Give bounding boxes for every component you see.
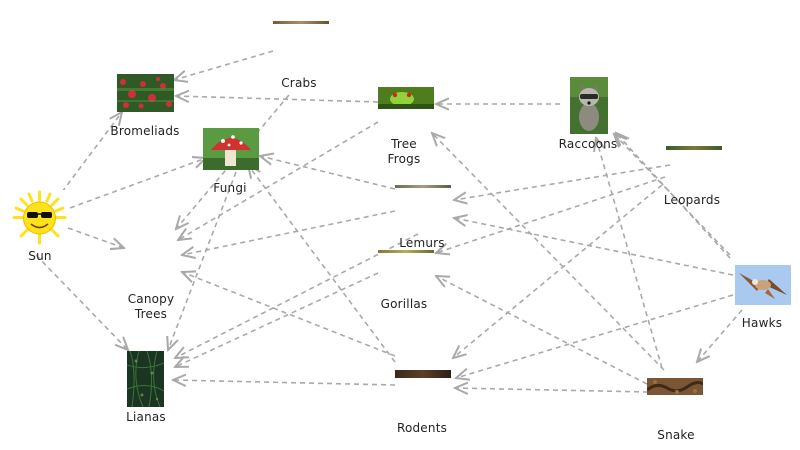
arrow-snake-to-rodents — [455, 388, 649, 392]
arrow-lemurs-to-lianas — [175, 233, 419, 358]
rodent-photo — [395, 370, 451, 378]
arrow-sun-to-bromeliads — [61, 112, 122, 193]
arrow-sun-to-fungi — [69, 158, 206, 209]
snake-photo — [647, 378, 703, 395]
liana-photo — [127, 351, 164, 407]
arrow-crabs-to-bromeliads — [174, 50, 274, 80]
leopard-photo-thin — [666, 146, 722, 150]
arrow-gorillas-to-lianas — [175, 272, 379, 367]
arrow-rodents-to-fungi — [248, 165, 396, 363]
arrow-fungi-to-lianas — [168, 171, 237, 350]
arrow-hawks-to-lemurs — [454, 218, 734, 276]
gorilla-photo-thin — [378, 250, 434, 253]
arrow-lemurs-to-fungi — [260, 156, 396, 190]
energy-flow-arrows — [35, 50, 743, 392]
arrow-leopards-to-gorillas — [436, 176, 666, 253]
arrow-tree-frogs-to-canopy-trees — [178, 121, 379, 240]
arrow-snake-to-gorillas — [436, 276, 648, 385]
arrow-snake-to-tree-frogs — [432, 133, 665, 371]
crab-photo-thin — [273, 21, 329, 24]
arrow-tree-frogs-to-bromeliads — [176, 96, 379, 102]
canopy-trees-label: Canopy Trees — [127, 292, 175, 321]
arrow-lemurs-to-canopy-trees — [182, 210, 396, 255]
leopards-label: Leopards — [663, 193, 721, 207]
sun-icon — [12, 190, 67, 245]
arrow-leopards-to-lemurs — [454, 164, 671, 200]
sun-label: Sun — [28, 249, 52, 263]
bromeliad-photo — [117, 74, 174, 112]
snake-label: Snake — [657, 428, 695, 442]
arrow-rodents-to-canopy-trees — [182, 272, 396, 357]
rodents-label: Rodents — [396, 421, 448, 435]
arrow-sun-to-lianas — [35, 254, 128, 350]
arrow-hawks-to-raccoons — [614, 134, 731, 256]
arrow-sun-to-canopy-trees — [67, 227, 124, 248]
tree-frog-photo — [378, 87, 434, 109]
gorillas-label: Gorillas — [380, 297, 428, 311]
lemur-photo-thin — [395, 185, 451, 188]
lemurs-label: Lemurs — [399, 236, 445, 250]
raccoon-photo — [570, 77, 608, 134]
mushroom-photo — [203, 128, 259, 170]
arrow-rodents-to-lianas — [173, 380, 396, 385]
arrow-snake-to-raccoons — [596, 138, 663, 369]
crabs-label: Crabs — [281, 76, 317, 90]
hawk-photo — [735, 265, 791, 305]
arrow-hawks-to-rodents — [456, 294, 734, 378]
hawks-label: Hawks — [741, 316, 783, 330]
tree-frogs-label: Tree Frogs — [387, 137, 421, 166]
arrow-hawks-to-snake — [697, 309, 743, 362]
fungi-label: Fungi — [213, 181, 247, 195]
lianas-label: Lianas — [126, 410, 166, 424]
arrow-crabs-to-canopy-trees — [176, 94, 290, 229]
arrow-leopards-to-rodents — [453, 184, 663, 358]
raccoons-label: Raccoons — [558, 137, 618, 151]
bromeliads-label: Bromeliads — [110, 124, 180, 138]
